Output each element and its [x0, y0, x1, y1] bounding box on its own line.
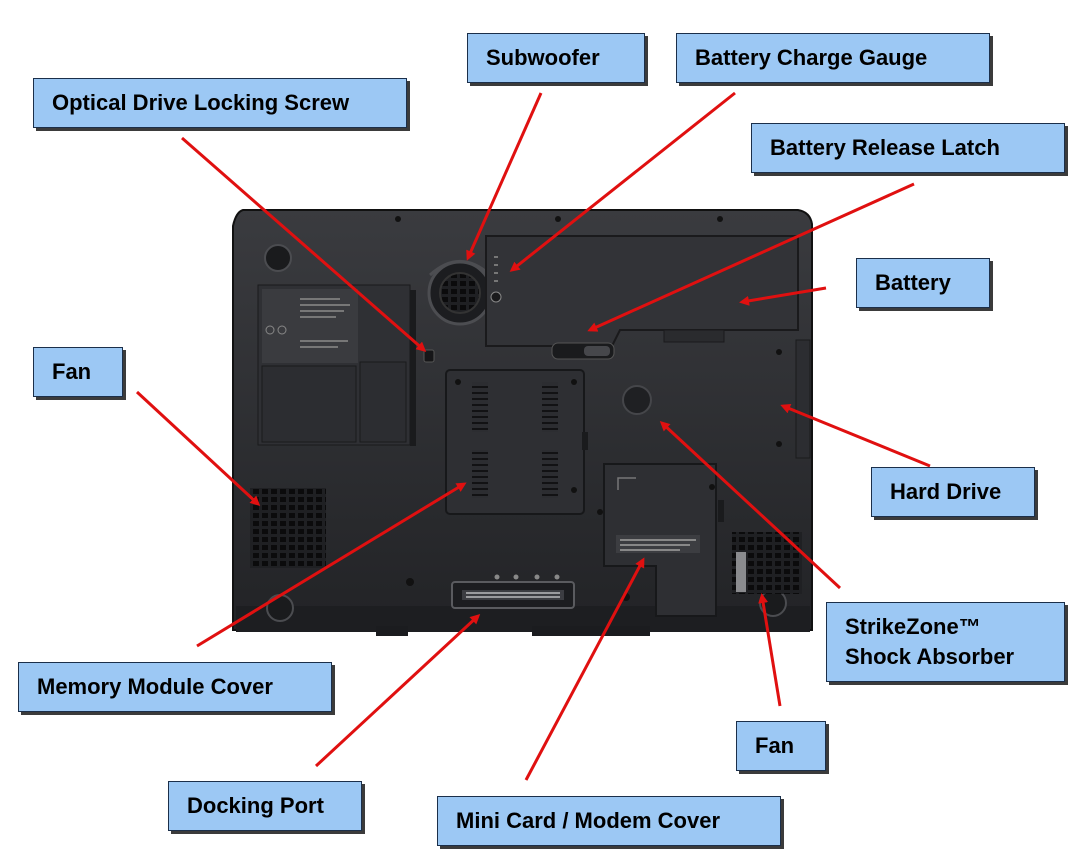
callout-docking-port: Docking Port	[168, 781, 362, 831]
callout-fan-right-label: Fan	[755, 733, 795, 758]
strikezone-disc	[622, 385, 652, 415]
pointer-battery	[739, 286, 827, 306]
pointer-strikezone	[659, 420, 842, 590]
callout-strikezone-line2: Shock Absorber	[845, 644, 1015, 669]
pointer-battery-charge-gauge	[509, 91, 736, 272]
battery-gauge-button	[490, 291, 502, 303]
pointer-subwoofer	[466, 92, 543, 261]
rubber-foot	[264, 244, 292, 272]
callout-subwoofer: Subwoofer	[467, 33, 645, 83]
callout-battery: Battery	[856, 258, 990, 308]
callout-hard-drive: Hard Drive	[871, 467, 1035, 517]
pointer-optical-drive-screw	[181, 136, 427, 352]
callout-memory-module-cover-label: Memory Module Cover	[37, 674, 273, 699]
callout-strikezone-shock-absorber: StrikeZone™ Shock Absorber	[826, 602, 1065, 682]
callout-fan-left-label: Fan	[52, 359, 92, 384]
callout-subwoofer-label: Subwoofer	[486, 45, 600, 70]
pointer-docking-port	[314, 613, 481, 768]
callout-mini-card-modem-cover-label: Mini Card / Modem Cover	[456, 808, 721, 833]
pointer-fan-right	[758, 593, 782, 707]
callout-battery-release-latch-label: Battery Release Latch	[770, 135, 1000, 160]
callout-strikezone-line1: StrikeZone™	[845, 614, 981, 639]
callout-fan-left: Fan	[33, 347, 123, 397]
pointer-fan-left	[135, 390, 261, 507]
pointer-memory-module	[196, 482, 467, 648]
callout-mini-card-modem-cover: Mini Card / Modem Cover	[437, 796, 781, 846]
callout-battery-charge-gauge: Battery Charge Gauge	[676, 33, 990, 83]
hard-drive-bay	[795, 339, 811, 459]
callout-battery-label: Battery	[875, 270, 951, 295]
pointer-battery-release-latch	[587, 182, 915, 332]
fan-vent-left	[250, 488, 326, 568]
callout-optical-drive-locking-screw: Optical Drive Locking Screw	[33, 78, 407, 128]
pointer-hard-drive	[780, 404, 931, 468]
callout-battery-release-latch: Battery Release Latch	[751, 123, 1065, 173]
callout-fan-right: Fan	[736, 721, 826, 771]
callout-optical-drive-locking-screw-label: Optical Drive Locking Screw	[52, 90, 350, 115]
callout-memory-module-cover: Memory Module Cover	[18, 662, 332, 712]
callout-hard-drive-label: Hard Drive	[890, 479, 1002, 504]
callout-battery-charge-gauge-label: Battery Charge Gauge	[695, 45, 928, 70]
callout-docking-port-label: Docking Port	[187, 793, 324, 818]
optical-drive-screw	[423, 349, 435, 363]
pointer-minicard	[524, 557, 645, 781]
